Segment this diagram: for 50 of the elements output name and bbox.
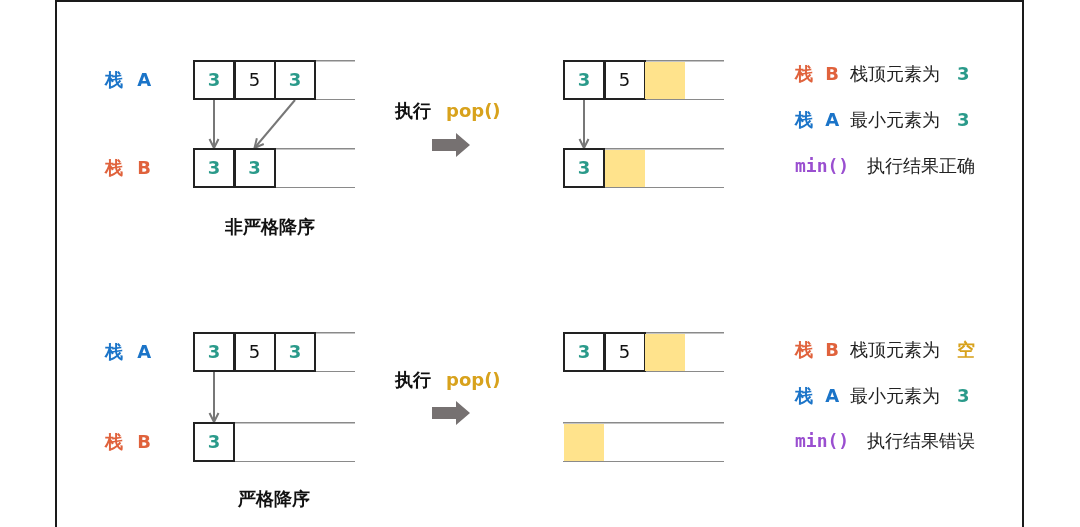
highlighted-slot <box>645 61 685 99</box>
stack-name: 栈 B <box>795 62 839 86</box>
operation-label: 执行 <box>395 368 431 392</box>
stack-cell: 3 <box>563 148 605 188</box>
stack-cell: 3 <box>563 60 605 100</box>
description-text: 最小元素为 <box>850 384 940 408</box>
stack-name: 栈 B <box>105 430 151 454</box>
stack-cell: 5 <box>233 332 276 372</box>
stack-cell: 3 <box>193 60 235 100</box>
highlighted-slot <box>604 149 645 187</box>
highlighted-slot <box>563 423 604 461</box>
arrow <box>208 99 220 149</box>
caption: 严格降序 <box>238 487 310 511</box>
stack-name: 栈 A <box>105 68 152 92</box>
description-text: 栈顶元素为 <box>850 338 940 362</box>
stack-cell: 3 <box>563 332 605 372</box>
stack-name: 栈 A <box>795 384 840 408</box>
method-call: min() <box>795 154 850 178</box>
operation-label: 执行 <box>395 99 431 123</box>
stack-track <box>563 422 724 462</box>
method-call: min() <box>795 429 850 453</box>
caption: 非严格降序 <box>225 215 315 239</box>
arrow <box>253 99 296 149</box>
value-text: 3 <box>957 62 970 86</box>
stack-name: 栈 A <box>795 108 840 132</box>
stack-cell: 3 <box>193 422 235 462</box>
stack-name: 栈 B <box>105 156 151 180</box>
stack-name: 栈 B <box>795 338 839 362</box>
description-text: 栈顶元素为 <box>850 62 940 86</box>
description-text: 执行结果错误 <box>867 429 975 453</box>
highlighted-slot <box>645 333 685 371</box>
stack-track <box>563 332 724 372</box>
description-text: 执行结果正确 <box>867 154 975 178</box>
stack-cell: 3 <box>274 332 316 372</box>
arrow <box>578 99 590 149</box>
value-text: 3 <box>957 384 970 408</box>
arrow <box>208 371 220 423</box>
stack-cell: 3 <box>274 60 316 100</box>
stack-track <box>563 60 724 100</box>
stack-cell: 3 <box>233 148 276 188</box>
method-call: pop() <box>446 99 501 123</box>
method-call: pop() <box>446 368 501 392</box>
stack-name: 栈 A <box>105 340 152 364</box>
stack-cell: 3 <box>193 332 235 372</box>
stack-track <box>563 148 724 188</box>
value-text: 空 <box>957 338 975 362</box>
stack-cell: 5 <box>233 60 276 100</box>
stack-cell: 3 <box>193 148 235 188</box>
value-text: 3 <box>957 108 970 132</box>
description-text: 最小元素为 <box>850 108 940 132</box>
